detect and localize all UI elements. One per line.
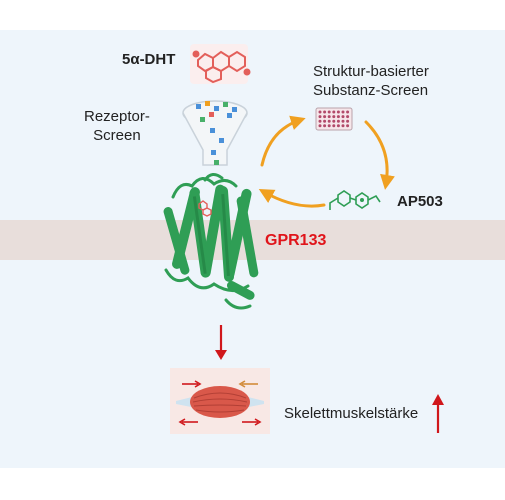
plate-well xyxy=(346,119,350,123)
plate-well xyxy=(332,119,336,123)
plate-well xyxy=(336,110,340,114)
plate-well xyxy=(346,124,350,128)
plate-well xyxy=(336,119,340,123)
arrow-to-compound xyxy=(364,120,395,190)
plate-well xyxy=(318,110,322,114)
plate-well xyxy=(327,124,331,128)
plate-well xyxy=(346,115,350,119)
receptor-label: GPR133 xyxy=(265,232,327,249)
plate-well xyxy=(346,110,350,114)
plate-well xyxy=(318,124,322,128)
receptor-screen-label-line2: Screen xyxy=(93,127,141,144)
well-plate-icon xyxy=(315,107,353,131)
plate-well xyxy=(332,110,336,114)
plate-well xyxy=(323,124,327,128)
arrow-to-substance-screen xyxy=(260,115,306,167)
receptor-screen-label: Rezeptor- Screen xyxy=(84,107,150,145)
ligand-label: 5α-DHT xyxy=(122,51,176,68)
plate-well xyxy=(332,124,336,128)
structure-screen-label-line1: Struktur-basierter xyxy=(313,63,429,80)
steroid-molecule-icon xyxy=(190,44,251,84)
plate-well xyxy=(332,115,336,119)
plate-well xyxy=(336,115,340,119)
plate-well xyxy=(341,124,345,128)
cycle-arrows xyxy=(258,115,395,208)
plate-well xyxy=(318,119,322,123)
compound-label: AP503 xyxy=(397,193,443,210)
bound-ligand xyxy=(198,200,212,217)
plate-well xyxy=(327,110,331,114)
plate-well xyxy=(336,124,340,128)
plate-well xyxy=(323,115,327,119)
plate-well xyxy=(327,119,331,123)
gpcr-structure-icon xyxy=(163,173,259,310)
down-arrow-icon xyxy=(215,325,227,360)
plate-well xyxy=(341,119,345,123)
plate-well xyxy=(323,119,327,123)
structure-screen-label-line2: Substanz-Screen xyxy=(313,82,429,99)
plate-well xyxy=(318,115,322,119)
muscle-icon xyxy=(170,368,270,434)
plate-well xyxy=(323,110,327,114)
plate-well xyxy=(341,110,345,114)
compound-molecule-icon xyxy=(329,190,381,210)
receptor-screen-label-line1: Rezeptor- xyxy=(84,108,150,125)
screening-funnel-icon xyxy=(182,100,248,166)
outcome-label: Skelettmuskelstärke xyxy=(284,405,419,422)
up-arrow-icon xyxy=(432,394,444,433)
plate-well xyxy=(341,115,345,119)
arrow-to-receptor xyxy=(258,189,326,208)
plate-well xyxy=(327,115,331,119)
structure-screen-label: Struktur-basierter Substanz-Screen xyxy=(313,62,429,100)
